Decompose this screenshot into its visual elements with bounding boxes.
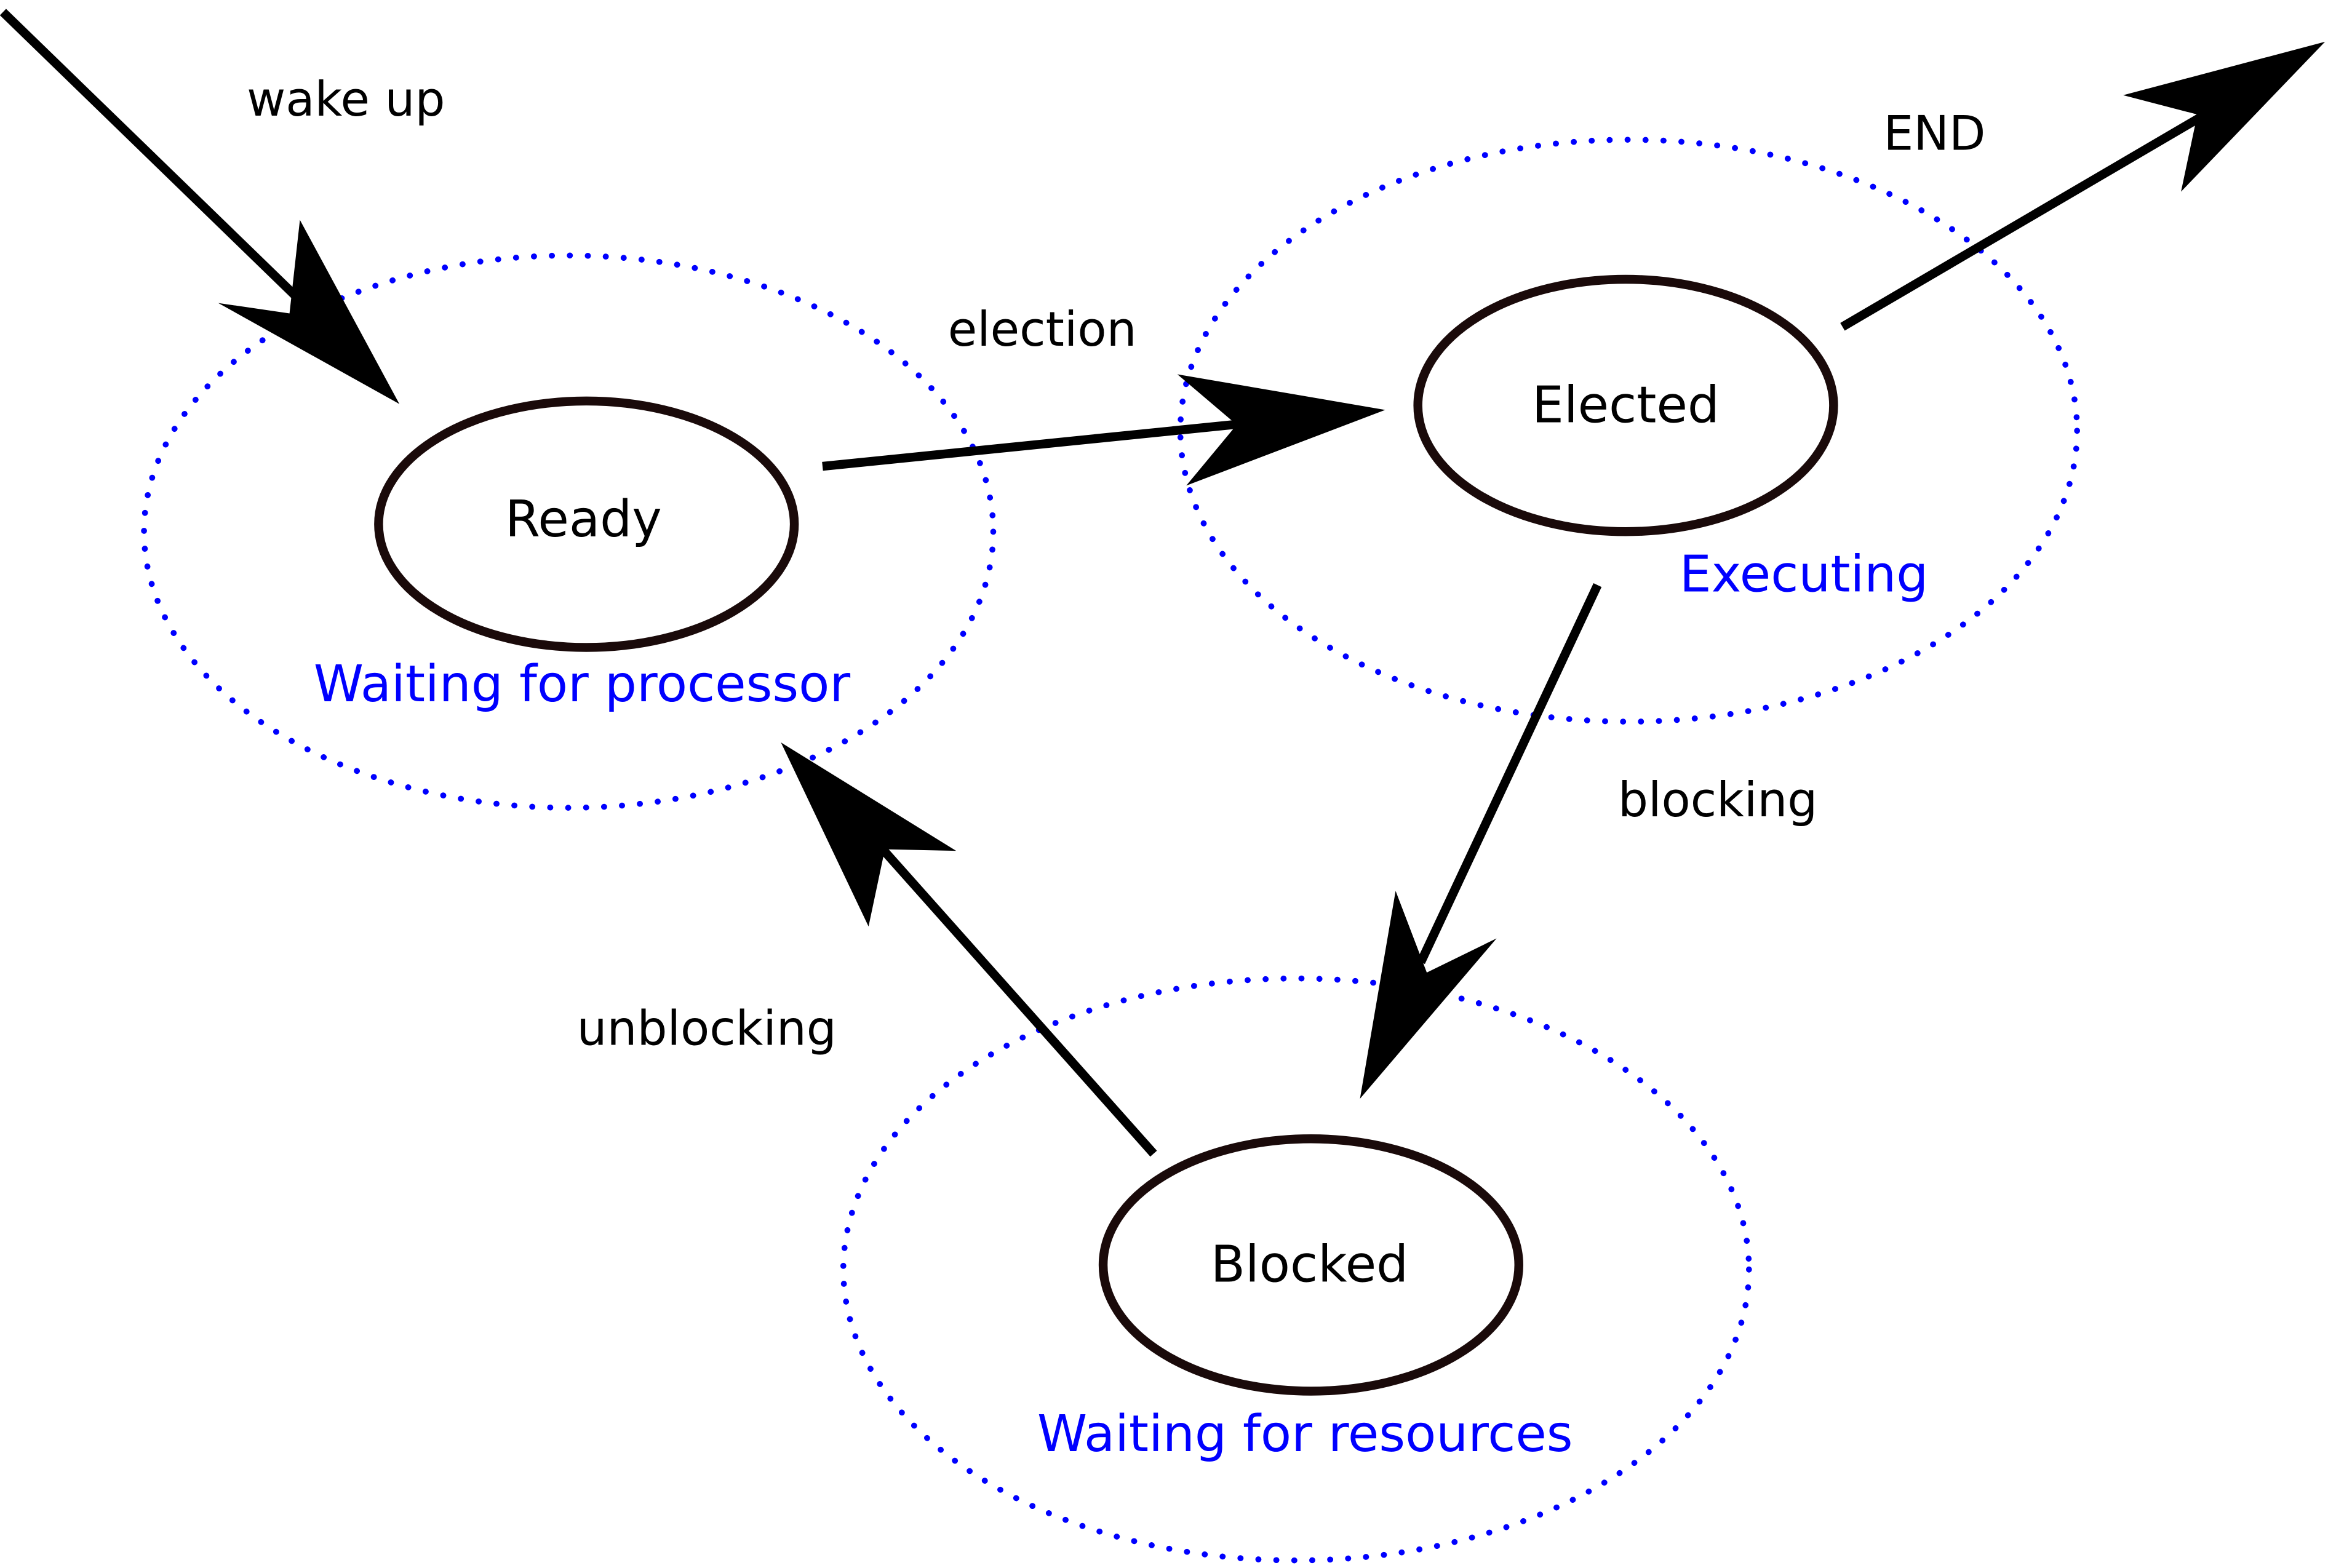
state-elected-label: Elected [1532, 376, 1720, 434]
group-waiting-processor-label: Waiting for processor [314, 655, 850, 714]
state-ready [374, 396, 799, 652]
group-executing [1177, 137, 2080, 725]
end-label: END [1883, 106, 1985, 161]
group-waiting-resources [840, 975, 1752, 1564]
group-executing-label: Executing [1680, 546, 1929, 604]
wake-up-arrow-head [218, 220, 400, 404]
unblocking-arrow-line [874, 840, 1157, 1157]
wake-up-label: wake up [247, 72, 445, 127]
state-blocked-label: Blocked [1211, 1236, 1409, 1294]
group-waiting-processor [141, 252, 997, 811]
state-elected [1413, 274, 1838, 536]
blocking-arrow-line [1416, 583, 1602, 965]
blocking-label: blocking [1618, 773, 1817, 828]
election-arrow-head [1177, 374, 1385, 486]
end-arrow-head [2123, 41, 2326, 192]
group-waiting-resources-label: Waiting for resources [1037, 1405, 1573, 1463]
state-blocked [1098, 1134, 1524, 1396]
election-arrow-line [822, 418, 1248, 471]
unblocking-label: unblocking [577, 1001, 837, 1056]
wake-up-arrow-line [0, 9, 308, 308]
election-label: election [948, 302, 1137, 357]
unblocking-arrow-head [781, 742, 957, 927]
end-arrow-line [1840, 109, 2210, 331]
state-ready-label: Ready [505, 490, 662, 549]
blocking-arrow-head [1360, 891, 1497, 1099]
